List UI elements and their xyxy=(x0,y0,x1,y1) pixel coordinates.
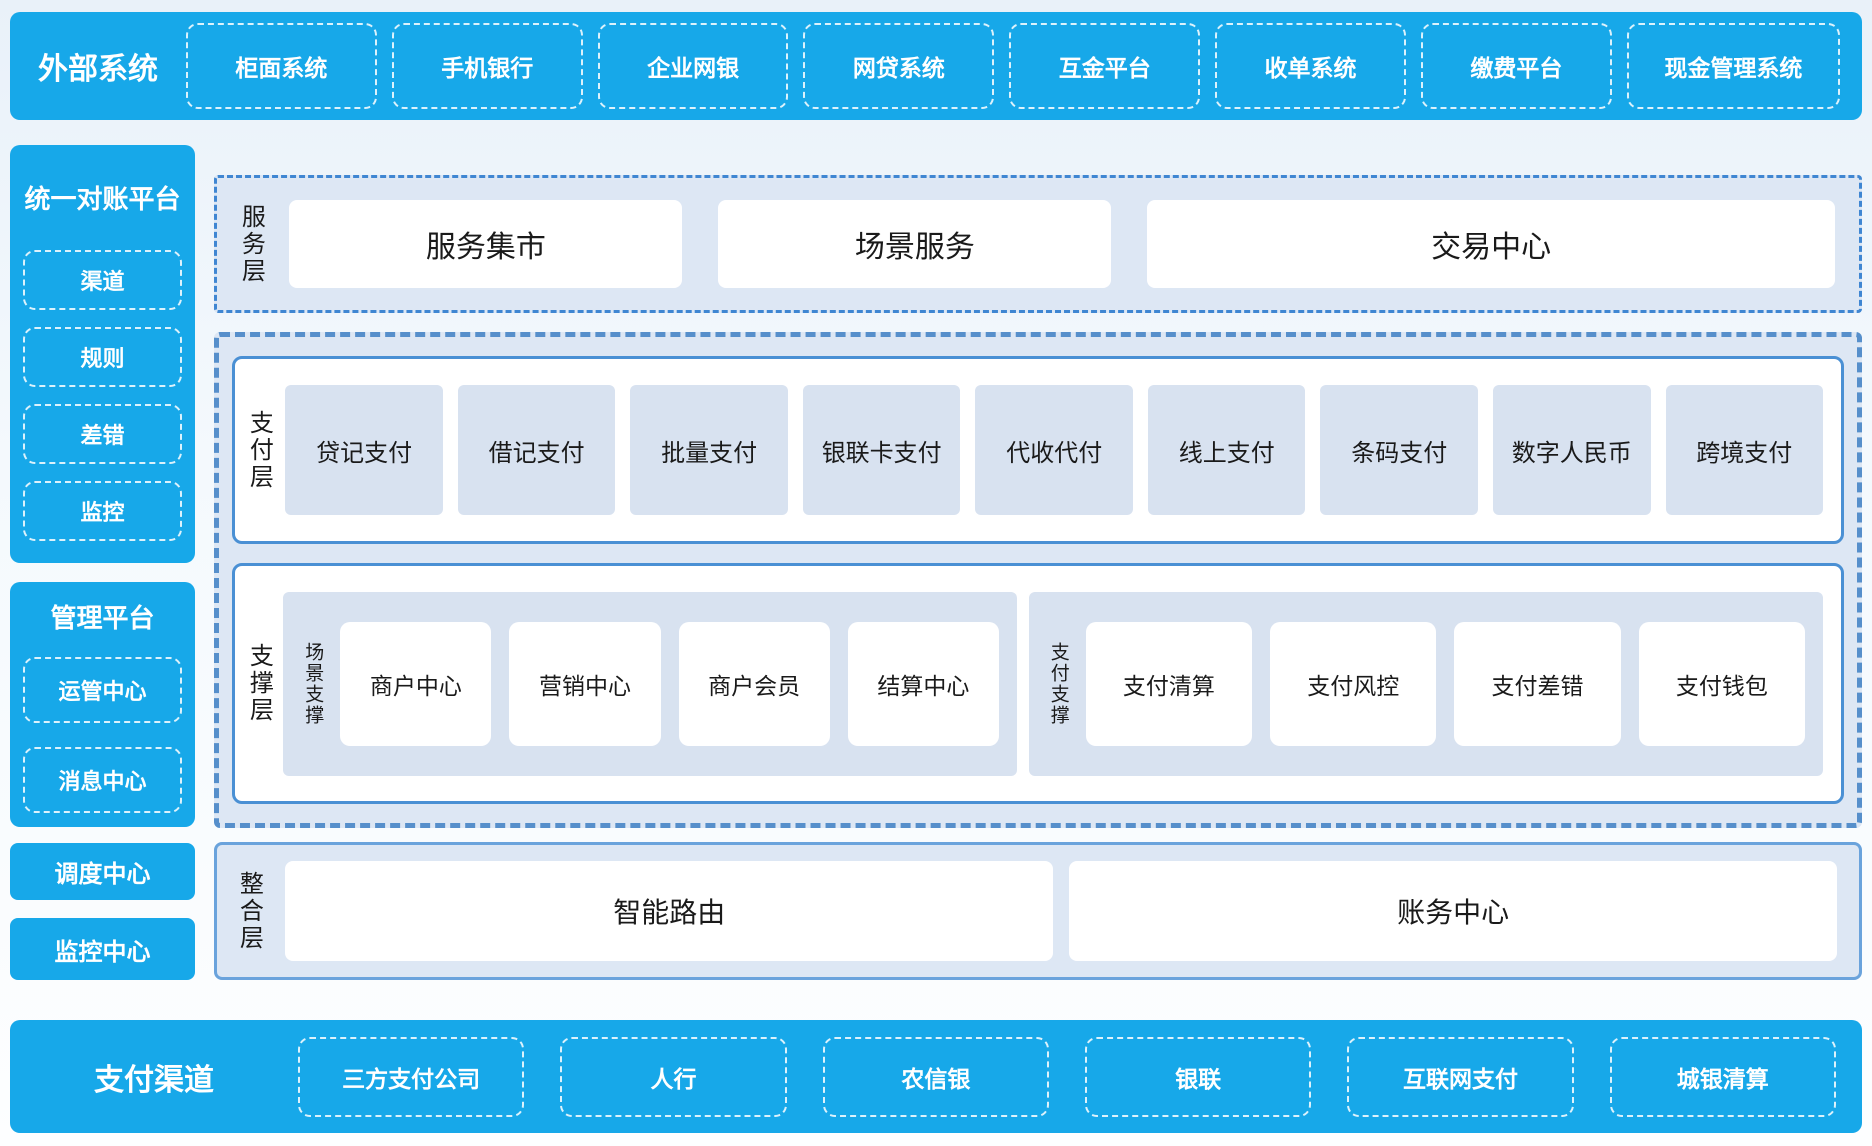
integration-layer-label: 整合层 xyxy=(235,870,263,952)
payment-layer-label: 支付层 xyxy=(245,409,273,491)
support-card: 结算中心 xyxy=(847,621,999,746)
support-card: 支付差错 xyxy=(1454,621,1621,746)
external-systems-list: 柜面系统 手机银行 企业网银 网贷系统 互金平台 收单系统 缴费平台 现金管理系… xyxy=(186,23,1841,109)
payment-channel-box: 银联 xyxy=(1084,1036,1312,1117)
payment-channel-box: 互联网支付 xyxy=(1347,1036,1574,1117)
payment-channel-box: 三方支付公司 xyxy=(298,1036,525,1117)
payment-support-group: 支付支撑 支付清算 支付风控 支付差错 支付钱包 xyxy=(1028,591,1823,776)
external-system-box: 互金平台 xyxy=(1009,23,1201,109)
support-card: 支付清算 xyxy=(1085,621,1253,746)
payment-item: 条码支付 xyxy=(1320,385,1478,515)
reconciliation-item: 监控 xyxy=(23,481,182,541)
external-systems-band: 外部系统 柜面系统 手机银行 企业网银 网贷系统 互金平台 收单系统 缴费平台 … xyxy=(10,12,1862,120)
payment-channel-box: 农信银 xyxy=(822,1036,1049,1117)
payment-item: 代收代付 xyxy=(975,385,1133,515)
support-card: 营销中心 xyxy=(509,621,661,746)
integration-card: 智能路由 xyxy=(285,861,1054,961)
external-systems-label: 外部系统 xyxy=(38,53,158,86)
management-item: 运管中心 xyxy=(23,657,182,723)
external-system-box: 现金管理系统 xyxy=(1626,23,1841,109)
payment-channels-label: 支付渠道 xyxy=(94,1063,214,1097)
support-layer-label: 支撑层 xyxy=(245,643,273,724)
external-system-box: 柜面系统 xyxy=(186,23,377,109)
support-layer-container: 支撑层 场景支撑 商户中心 营销中心 商户会员 结算中心 支付支撑 支付清算 支… xyxy=(232,563,1844,804)
payment-channel-box: 人行 xyxy=(560,1036,787,1117)
service-layer-cards: 服务集市 场景服务 交易中心 xyxy=(289,200,1836,288)
service-layer-label: 服务层 xyxy=(237,203,265,285)
support-card: 商户会员 xyxy=(678,621,830,746)
scene-support-group: 场景支撑 商户中心 营销中心 商户会员 结算中心 xyxy=(283,591,1017,776)
integration-layer-cards: 智能路由 账务中心 xyxy=(285,861,1838,961)
external-system-box: 手机银行 xyxy=(391,23,583,109)
reconciliation-platform-block: 统一对账平台 渠道 规则 差错 监控 xyxy=(10,145,195,563)
management-item: 消息中心 xyxy=(23,747,182,813)
payment-channels-band: 支付渠道 三方支付公司 人行 农信银 银联 互联网支付 城银清算 xyxy=(10,1020,1862,1133)
support-card: 支付钱包 xyxy=(1638,621,1806,746)
payment-item: 批量支付 xyxy=(630,385,788,515)
management-platform-title: 管理平台 xyxy=(50,603,155,633)
integration-card: 账务中心 xyxy=(1069,861,1838,961)
external-system-box: 网贷系统 xyxy=(803,23,995,109)
management-platform-block: 管理平台 运管中心 消息中心 xyxy=(10,582,195,827)
support-card: 商户中心 xyxy=(340,621,492,746)
service-card: 服务集市 xyxy=(289,200,683,288)
dispatch-center-block: 调度中心 xyxy=(10,843,195,900)
service-layer-container: 服务层 服务集市 场景服务 交易中心 xyxy=(214,175,1862,313)
external-system-box: 缴费平台 xyxy=(1420,23,1612,109)
payment-item: 数字人民币 xyxy=(1493,385,1651,515)
payment-item: 贷记支付 xyxy=(285,385,443,515)
external-system-box: 企业网银 xyxy=(597,23,789,109)
reconciliation-item: 渠道 xyxy=(23,250,182,310)
support-card: 支付风控 xyxy=(1270,621,1437,746)
service-card: 交易中心 xyxy=(1147,200,1836,288)
payment-support-label: 支付支撑 xyxy=(1047,641,1069,726)
payment-item: 借记支付 xyxy=(457,385,616,515)
reconciliation-item: 差错 xyxy=(23,404,182,464)
payment-support-wrapper: 支付层 贷记支付 借记支付 批量支付 银联卡支付 代收代付 线上支付 条码支付 … xyxy=(214,332,1862,828)
scene-support-label: 场景支撑 xyxy=(302,641,324,726)
payment-item: 跨境支付 xyxy=(1665,385,1824,515)
payment-channel-box: 城银清算 xyxy=(1609,1036,1836,1117)
integration-layer-container: 整合层 智能路由 账务中心 xyxy=(214,842,1862,980)
payment-layer-container: 支付层 贷记支付 借记支付 批量支付 银联卡支付 代收代付 线上支付 条码支付 … xyxy=(232,356,1844,544)
payment-item: 线上支付 xyxy=(1147,385,1306,515)
reconciliation-platform-title: 统一对账平台 xyxy=(24,184,181,214)
payment-layer-items: 贷记支付 借记支付 批量支付 银联卡支付 代收代付 线上支付 条码支付 数字人民… xyxy=(285,385,1824,515)
reconciliation-item: 规则 xyxy=(23,327,182,387)
service-card: 场景服务 xyxy=(718,200,1112,288)
payment-item: 银联卡支付 xyxy=(802,385,961,515)
monitor-center-block: 监控中心 xyxy=(10,918,195,980)
payment-channels-list: 三方支付公司 人行 农信银 银联 互联网支付 城银清算 xyxy=(298,1036,1836,1117)
external-system-box: 收单系统 xyxy=(1215,23,1406,109)
